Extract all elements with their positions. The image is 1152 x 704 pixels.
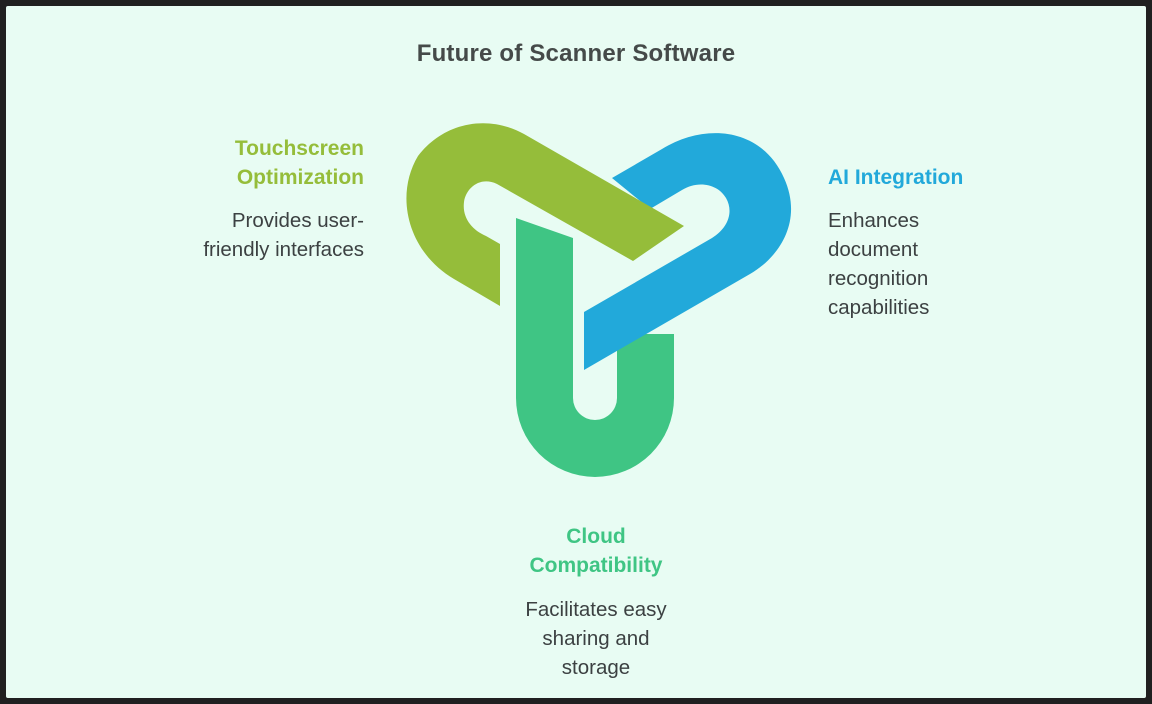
interlocking-loops-graphic bbox=[406, 123, 792, 477]
ai-desc-line3: recognition bbox=[828, 267, 929, 290]
cloud-heading-line2: Compatibility bbox=[529, 554, 663, 577]
diagram-title: Future of Scanner Software bbox=[416, 40, 736, 67]
touchscreen-loop-shape bbox=[406, 123, 684, 307]
ai-description: Enhances document recognition capabiliti… bbox=[828, 206, 988, 322]
diagram-canvas: Future of Scanner Software Touchscreen O… bbox=[6, 6, 1146, 698]
cloud-loop-shape bbox=[516, 218, 674, 477]
cloud-desc-line2: sharing and bbox=[542, 627, 650, 650]
touchscreen-heading-line1: Touchscreen bbox=[234, 137, 364, 160]
ai-heading: AI Integration bbox=[828, 163, 1068, 192]
cloud-description: Facilitates easy sharing and storage bbox=[476, 595, 716, 682]
touchscreen-heading-line2: Optimization bbox=[236, 166, 364, 189]
cloud-desc-line3: storage bbox=[561, 656, 631, 679]
ai-loop-shape bbox=[584, 133, 792, 370]
touchscreen-description: Provides user- friendly interfaces bbox=[124, 206, 364, 264]
cloud-desc-line1: Facilitates easy bbox=[525, 598, 667, 621]
ai-desc-line4: capabilities bbox=[828, 296, 930, 319]
touchscreen-desc-line1: Provides user- bbox=[231, 209, 364, 232]
cloud-heading: Cloud Compatibility bbox=[476, 522, 716, 580]
ai-heading-line1: AI Integration bbox=[828, 166, 964, 189]
touchscreen-heading: Touchscreen Optimization bbox=[124, 134, 364, 192]
ai-desc-line2: document bbox=[828, 238, 919, 261]
cloud-heading-line1: Cloud bbox=[566, 525, 626, 548]
ai-desc-line1: Enhances bbox=[828, 209, 920, 232]
touchscreen-desc-line2: friendly interfaces bbox=[203, 238, 364, 261]
